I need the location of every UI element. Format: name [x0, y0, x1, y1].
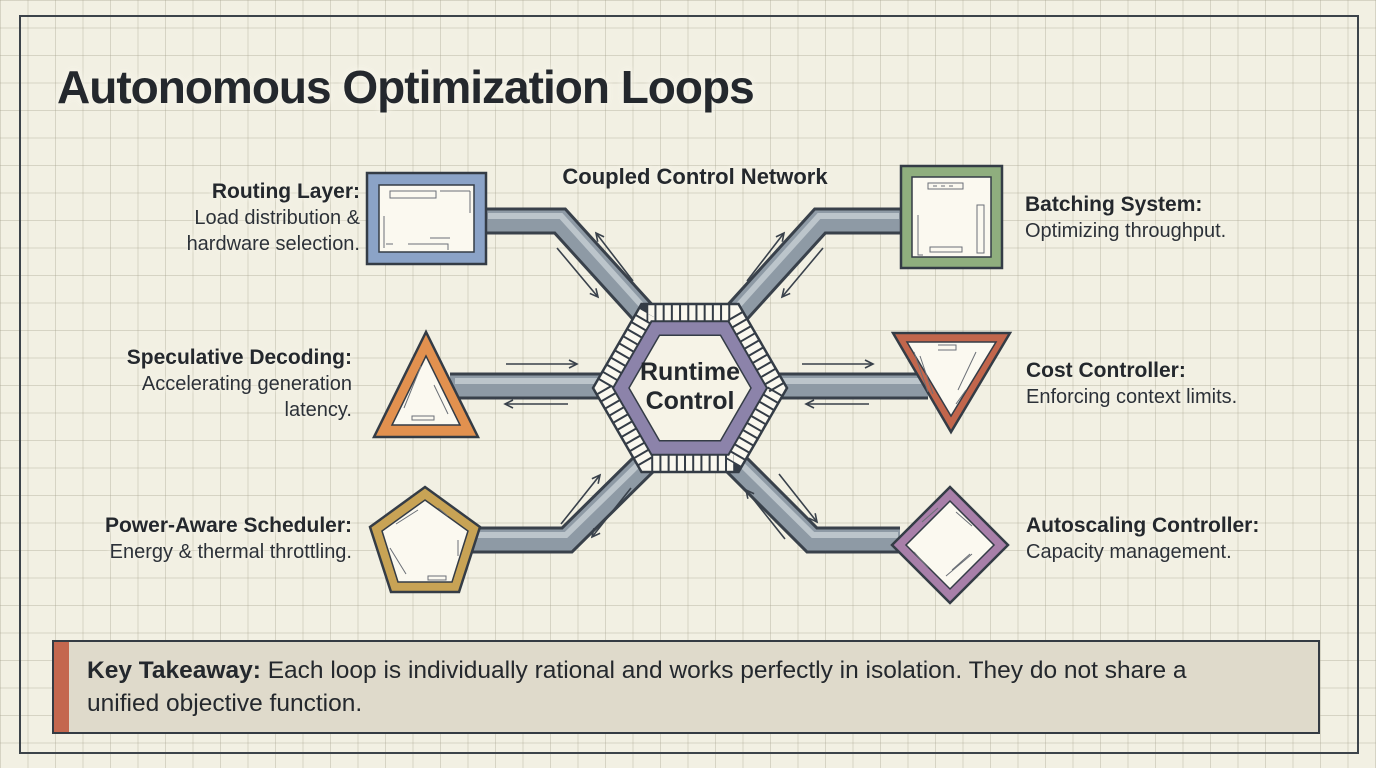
node-title: Cost Controller: — [1026, 359, 1186, 382]
autoscaling-controller-shape — [890, 485, 1010, 605]
connector-batching-to-hub — [722, 207, 901, 328]
arrow-icon — [560, 473, 602, 525]
speculative-decoding-shape — [371, 329, 481, 439]
node-title: Speculative Decoding: — [126, 346, 352, 369]
blueprint-detail — [913, 344, 977, 405]
key-takeaway-text: Key Takeaway: Each loop is individually … — [87, 654, 1232, 720]
node-desc: Optimizing throughput. — [1025, 220, 1227, 242]
cost-controller-shape — [890, 331, 1013, 435]
hub-label-line2: Control — [646, 387, 735, 415]
key-takeaway-box: Key Takeaway: Each loop is individually … — [52, 640, 1320, 734]
blueprint-detail — [917, 182, 985, 256]
node-title: Power-Aware Scheduler: — [104, 514, 352, 537]
node-title: Batching System: — [1025, 193, 1203, 216]
node-desc: Energy & thermal throttling. — [109, 541, 352, 563]
node-desc: Accelerating generation — [141, 373, 352, 395]
arrow-icon — [556, 247, 600, 299]
blueprint-detail — [913, 507, 973, 577]
hexagon-runtime-control: Runtime Control — [591, 302, 789, 474]
connector-speculative-to-hub — [450, 372, 612, 400]
key-takeaway-body: Each loop is individually rational and w… — [87, 657, 1187, 717]
hub-label-line1: Runtime — [640, 358, 740, 386]
arrow-icon — [594, 231, 634, 282]
arrow-icon — [780, 247, 824, 299]
node-label-speculative-decoding: Speculative Decoding: Accelerating gener… — [127, 345, 352, 423]
node-desc: Capacity management. — [1026, 541, 1232, 563]
accent-bar — [54, 642, 69, 732]
node-label-power-aware-scheduler: Power-Aware Scheduler: Energy & thermal … — [105, 513, 352, 565]
node-label-batching-system: Batching System: Optimizing throughput. — [1025, 192, 1226, 244]
node-title: Autoscaling Controller: — [1026, 514, 1260, 537]
node-desc: Enforcing context limits. — [1026, 386, 1238, 408]
node-desc: hardware selection. — [186, 233, 360, 255]
connector-routing-to-hub — [486, 207, 658, 328]
blueprint-detail — [389, 507, 459, 581]
arrow-icon — [778, 473, 819, 524]
arrow-icon — [744, 488, 786, 540]
blueprint-detail — [383, 190, 471, 250]
page-title: Autonomous Optimization Loops — [57, 61, 755, 113]
power-aware-scheduler-shape — [368, 485, 482, 594]
arrow-icon — [590, 487, 632, 539]
node-desc: latency. — [284, 399, 352, 421]
arrow-icon — [746, 231, 786, 282]
node-label-autoscaling-controller: Autoscaling Controller: Capacity managem… — [1026, 513, 1259, 565]
feedback-arrows — [503, 231, 875, 540]
batching-system-shape — [899, 164, 1004, 270]
routing-layer-shape — [365, 171, 488, 266]
node-label-cost-controller: Cost Controller: Enforcing context limit… — [1026, 358, 1237, 410]
connector-cost-to-hub — [770, 372, 928, 400]
network-label: Coupled Control Network — [562, 164, 828, 189]
key-takeaway-label: Key Takeaway: — [87, 657, 261, 684]
node-title: Routing Layer: — [211, 180, 360, 203]
blueprint-detail — [403, 365, 449, 421]
hatch-ring — [593, 304, 787, 472]
node-desc: Load distribution & — [194, 207, 360, 229]
connector-autoscaling-to-hub — [720, 448, 900, 554]
connector-power-to-hub — [468, 448, 660, 554]
node-label-routing-layer: Routing Layer: Load distribution & hardw… — [187, 179, 360, 257]
